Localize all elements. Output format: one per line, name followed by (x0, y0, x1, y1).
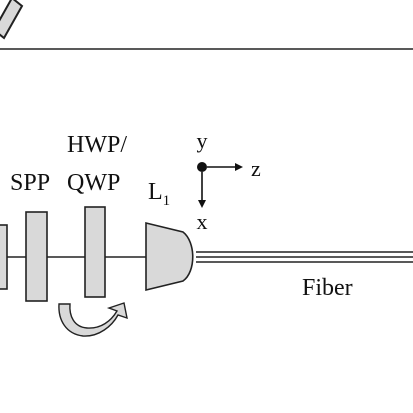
spp-plate (25, 211, 48, 302)
coordinate-system: y z x (197, 128, 262, 234)
tilted-mirror (0, 0, 24, 40)
origin-dot (197, 162, 207, 172)
spp-label: SPP (10, 170, 50, 196)
left-component (0, 224, 8, 290)
hwp-label: HWP/ (67, 132, 127, 158)
rotation-arrow-icon (58, 302, 128, 337)
lens-l1 (145, 221, 194, 292)
fiber (196, 251, 413, 263)
lens-label-subscript: 1 (163, 193, 171, 209)
hwp-qwp-plate (84, 206, 106, 298)
lens-label-main: L (148, 179, 163, 205)
axis-label-y: y (197, 128, 208, 153)
axis-label-z: z (251, 156, 261, 181)
fiber-label: Fiber (302, 275, 353, 301)
axis-label-x: x (197, 209, 208, 234)
lens-label: L1 (148, 179, 170, 209)
qwp-label: QWP (67, 170, 120, 196)
